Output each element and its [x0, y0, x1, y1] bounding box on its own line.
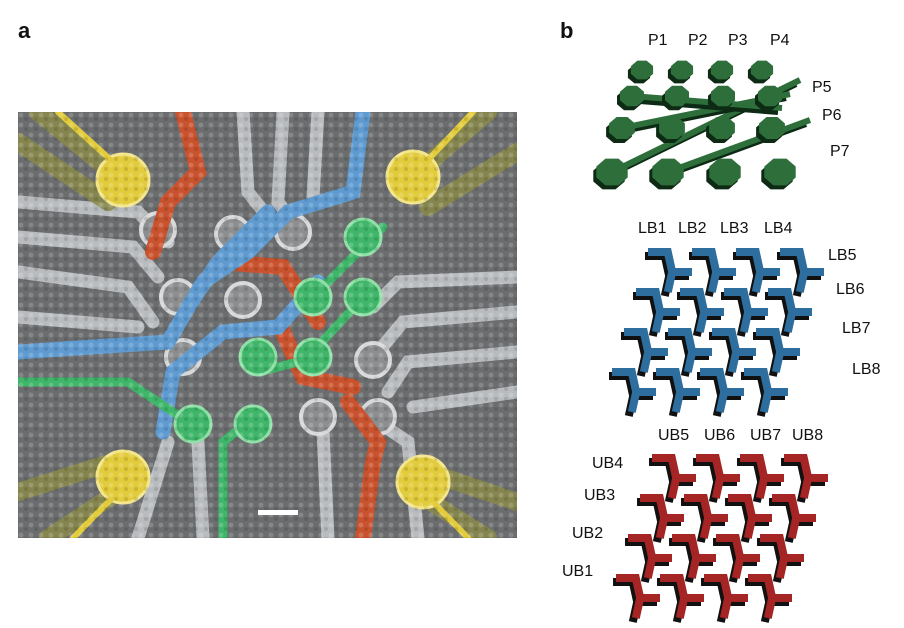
label-lb1: LB1: [638, 220, 667, 237]
upper-barrier-segment: [672, 534, 716, 579]
plunger-dot: [709, 158, 741, 186]
plunger-dot: [630, 60, 654, 80]
lower-barrier-segment: [656, 368, 700, 413]
lower-barrier-segment: [712, 328, 756, 373]
lower-barrier-segment: [648, 248, 692, 293]
plunger-dot: [659, 117, 685, 139]
upper-barrier-segment: [660, 574, 704, 619]
lower-barrier-segment: [736, 248, 780, 293]
plunger-dot: [759, 117, 785, 139]
label-lb3: LB3: [720, 220, 749, 237]
label-ub: UB6: [704, 427, 735, 444]
lower-barrier-segment: [780, 248, 824, 293]
label-ub: UB7: [750, 427, 781, 444]
label-lb7: LB7: [842, 320, 871, 337]
label-p3: P3: [728, 32, 748, 49]
plunger-dot: [620, 85, 644, 107]
label-ub: UB1: [562, 563, 593, 580]
label-p6: P6: [822, 107, 842, 124]
plunger-dot: [764, 158, 796, 186]
plunger-dot: [711, 85, 735, 107]
sem-micrograph: [18, 112, 517, 538]
label-lb2: LB2: [678, 220, 707, 237]
lower-barrier-segment: [756, 328, 800, 373]
lower-barrier-segment: [624, 328, 668, 373]
upper-barrier-layer: [613, 454, 828, 623]
upper-barrier-segment: [760, 534, 804, 579]
lower-barrier-segment: [680, 288, 724, 333]
label-ub: UB3: [584, 487, 615, 504]
lower-barrier-segment: [612, 368, 656, 413]
scale-bar: [258, 510, 298, 515]
upper-barrier-segment: [640, 494, 684, 539]
lower-barrier-segment: [636, 288, 680, 333]
lower-barrier-segment: [668, 328, 712, 373]
sem-texture: [18, 112, 517, 538]
label-ub: UB2: [572, 525, 603, 542]
label-lb4: LB4: [764, 220, 793, 237]
plunger-layer: [593, 60, 812, 190]
label-p1: P1: [648, 32, 668, 49]
lower-barrier-segment: [768, 288, 812, 333]
plunger-dot: [709, 117, 735, 139]
plunger-stem-shadow: [627, 97, 779, 115]
plunger-dot: [670, 60, 694, 80]
upper-barrier-segment: [704, 574, 748, 619]
label-p4: P4: [770, 32, 790, 49]
upper-barrier-segment: [616, 574, 660, 619]
lower-barrier-segment: [744, 368, 788, 413]
lower-barrier-segment: [692, 248, 736, 293]
label-p5: P5: [812, 79, 832, 96]
label-ub: UB5: [658, 427, 689, 444]
label-lb5: LB5: [828, 247, 857, 264]
plunger-stem: [666, 117, 812, 175]
upper-barrier-segment: [748, 574, 792, 619]
upper-barrier-segment: [652, 454, 696, 499]
plunger-dot: [758, 85, 782, 107]
lower-barrier-layer: [609, 248, 824, 417]
lower-barrier-segment: [724, 288, 768, 333]
plunger-dot: [596, 158, 628, 186]
upper-barrier-segment: [740, 454, 784, 499]
lower-barrier-segment: [700, 368, 744, 413]
upper-barrier-segment: [772, 494, 816, 539]
upper-barrier-segment: [728, 494, 772, 539]
plunger-stem: [631, 93, 783, 111]
panel-b-letter: b: [560, 18, 574, 43]
plunger-dot: [750, 60, 774, 80]
upper-barrier-segment: [784, 454, 828, 499]
label-ub: UB4: [592, 455, 623, 472]
label-p2: P2: [688, 32, 708, 49]
upper-barrier-segment: [716, 534, 760, 579]
plunger-dot: [609, 117, 635, 139]
label-lb6: LB6: [836, 281, 865, 298]
plunger-dot: [710, 60, 734, 80]
plunger-dot: [665, 85, 689, 107]
upper-barrier-segment: [684, 494, 728, 539]
label-p7: P7: [830, 143, 850, 160]
upper-barrier-segment: [696, 454, 740, 499]
panel-a-letter: a: [18, 18, 31, 43]
label-ub: UB8: [792, 427, 823, 444]
label-lb8: LB8: [852, 361, 881, 378]
upper-barrier-segment: [628, 534, 672, 579]
plunger-dot: [652, 158, 684, 186]
